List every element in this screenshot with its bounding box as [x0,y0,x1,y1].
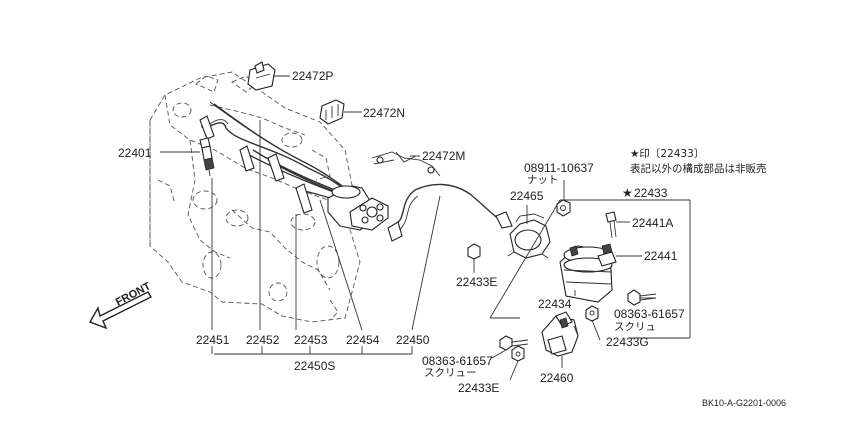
label-22460: 22460 [540,371,574,385]
wire-clip-22472M [371,151,441,177]
distributor-cap-22465 [507,213,551,259]
label-08911-sub: ナット [527,174,559,186]
label-22465: 22465 [510,189,544,203]
label-22433E-bottom: 22433E [458,381,499,395]
nut-22433E-bottom [511,345,525,362]
label-22450S: 22450S [294,359,335,373]
label-08363-right: 08363-61657 [614,307,685,321]
note-line-1: ★印〔22433〕 [630,147,704,160]
bolt-22441A [605,211,617,239]
label-22401: 22401 [118,146,152,160]
label-22441A: 22441A [632,216,673,230]
clamp-22472N [319,99,345,125]
label-08911-10637: 08911-10637 [524,161,594,175]
bracket-22460 [541,311,579,357]
star-marker: ★ [622,186,633,200]
screw-08363-right [627,289,657,306]
label-22453: 22453 [294,333,328,347]
label-22441: 22441 [644,249,678,263]
front-arrow [88,291,152,330]
note-line-2: 表記以外の構成部品は非販売 [630,162,767,175]
ignition-coil-22441 [559,243,617,303]
label-22472N: 22472N [363,106,405,120]
drawing-code: BK10-A-G2201-0006 [702,398,786,408]
nut-22433G [585,305,599,322]
spark-plug-22401 [199,137,215,177]
labels: 22472P 22472N 22401 22472M 08911-10637 ナ… [114,69,786,408]
label-08363-left-sub: スクリュー [424,367,477,379]
label-22434: 22434 [538,297,572,311]
screw-08363-left [499,335,529,351]
label-22433: 22433 [634,186,668,200]
coil-wire [387,183,513,242]
distributor-assembly [327,185,389,231]
label-08363-left: 08363-61657 [422,354,493,368]
label-22454: 22454 [346,333,380,347]
label-22433E-top: 22433E [456,275,497,289]
label-22450: 22450 [396,333,430,347]
label-22451: 22451 [196,333,230,347]
label-22452: 22452 [246,333,280,347]
label-08363-right-sub: スクリュ [614,321,656,333]
label-22472P: 22472P [292,69,333,83]
label-22433G: 22433G [606,335,649,349]
clamp-22472P [247,61,276,91]
leader-lines [160,75,691,381]
label-22472M: 22472M [422,149,465,163]
nut-22433E-top [467,243,481,264]
